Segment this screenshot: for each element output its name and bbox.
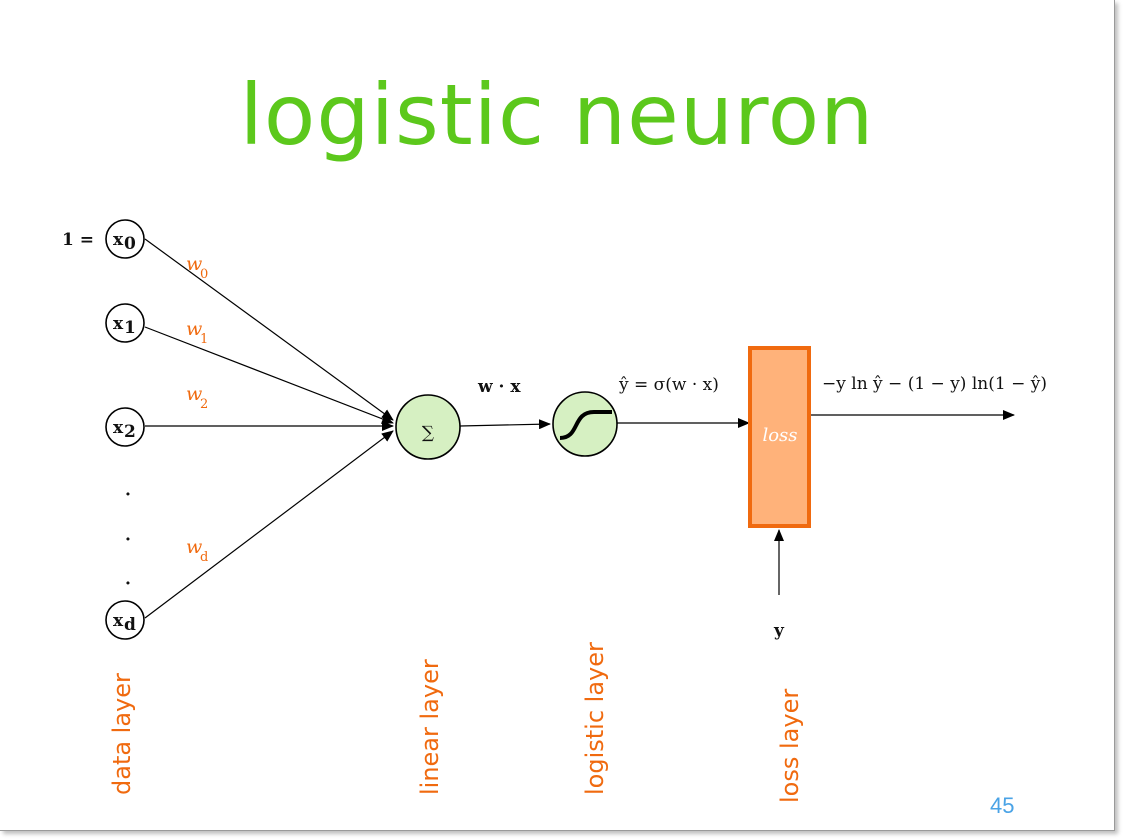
svg-text:x: x (113, 230, 124, 250)
page-number: 45 (990, 793, 1015, 818)
weight-label-w2: w 2 (186, 383, 208, 412)
svg-text:0: 0 (200, 267, 208, 282)
loss-box-label: loss (762, 425, 797, 446)
weight-label-w1: w 1 (186, 318, 208, 347)
svg-text:w: w (186, 536, 202, 558)
edge-sum-to-logistic (459, 419, 551, 430)
layer-label-data: data layer (108, 673, 136, 795)
svg-text:0: 0 (124, 234, 136, 254)
layer-label-logistic: logistic layer (581, 642, 609, 795)
edge-xd (144, 430, 394, 619)
input-node-x1: x 1 (105, 303, 145, 343)
ellipsis-dot-2: · (125, 530, 131, 550)
svg-text:d: d (200, 550, 208, 565)
layer-label-loss: loss layer (776, 689, 804, 803)
input-node-x0: x 0 (105, 219, 145, 259)
sigmoid-curve-icon (559, 410, 612, 440)
svg-text:2: 2 (200, 397, 208, 412)
layer-label-linear: linear layer (416, 659, 444, 795)
neuron-diagram: 1 = x 0 x 1 x 2 x d · · · w 0 (62, 219, 1047, 803)
logistic-node (552, 391, 618, 457)
svg-text:w: w (186, 253, 202, 275)
svg-text:x: x (113, 418, 124, 438)
weight-label-w0: w 0 (186, 253, 208, 282)
svg-text:d: d (124, 615, 136, 635)
input-node-xd: x d (105, 600, 145, 640)
svg-text:2: 2 (124, 422, 136, 442)
loss-box: loss (748, 346, 811, 528)
sum-symbol: ∑ (422, 423, 434, 443)
ellipsis-dot-3: · (125, 574, 131, 594)
weight-label-wd: w d (186, 536, 208, 565)
loss-output-expression: −y ln ŷ − (1 − y) ln(1 − ŷ) (822, 374, 1047, 394)
edge-x0 (144, 238, 394, 421)
svg-text:1: 1 (124, 318, 136, 338)
edge-x1 (144, 326, 394, 424)
slide-title: logistic neuron (239, 66, 875, 164)
svg-text:x: x (113, 314, 124, 334)
svg-text:w: w (186, 318, 202, 340)
x0-prefix: 1 = (62, 230, 94, 250)
ellipsis-dot-1: · (125, 485, 131, 505)
input-node-x2: x 2 (105, 407, 145, 447)
svg-text:1: 1 (200, 332, 208, 347)
sum-node: ∑ (395, 394, 461, 460)
svg-text:w: w (186, 383, 202, 405)
linear-output-expression: w · x (477, 377, 521, 397)
svg-text:x: x (113, 611, 124, 631)
logistic-output-expression: ŷ = σ(w · x) (618, 375, 719, 395)
target-label: y (773, 621, 785, 641)
